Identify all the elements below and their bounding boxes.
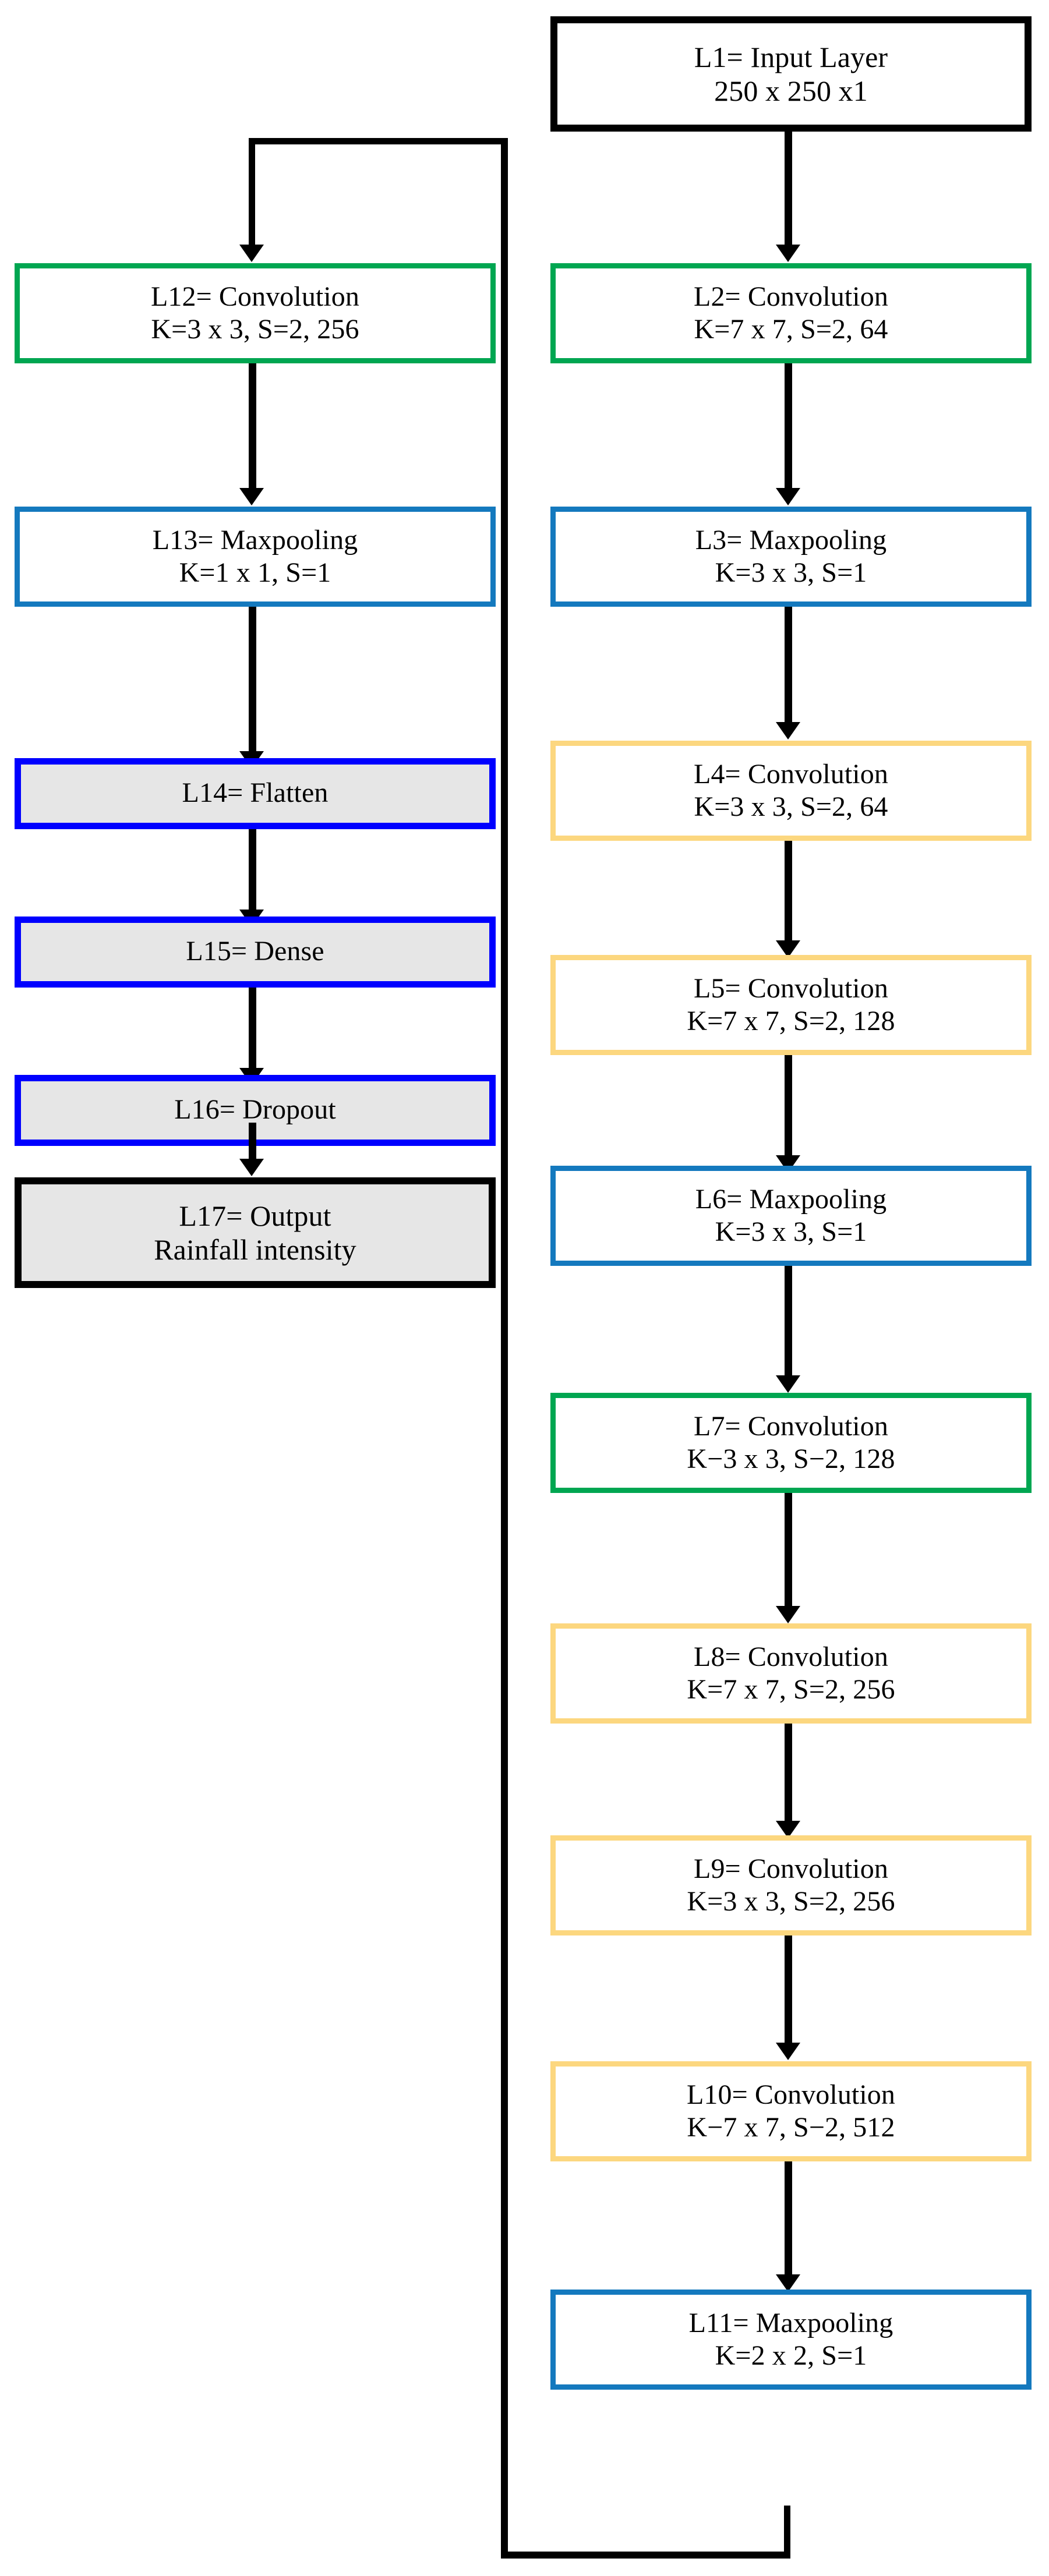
node-l1[interactable]: L1= Input Layer 250 x 250 x1 [550,16,1032,132]
node-l17-line2: Rainfall intensity [154,1233,356,1266]
node-l2-line2: K=7 x 7, S=2, 64 [694,314,888,345]
node-l17[interactable]: L17= Output Rainfall intensity [15,1177,496,1288]
node-l9-line1: L9= Convolution [694,1853,888,1884]
node-l8[interactable]: L8= Convolution K=7 x 7, S=2, 256 [550,1623,1032,1724]
arrow-l16-to-l17-shaft [249,1123,256,1169]
loopback-segment-down-into-l12 [249,138,255,254]
node-l14-line1: L14= Flatten [182,777,329,808]
arrow-l2-to-l3-head [776,488,800,505]
arrow-l9-to-l10-head [776,2043,800,2060]
node-l1-line1: L1= Input Layer [694,40,888,73]
node-l13[interactable]: L13= Maxpooling K=1 x 1, S=1 [15,507,496,607]
node-l15-line1: L15= Dense [186,935,324,967]
arrow-l7-to-l8-head [776,1606,800,1623]
loopback-arrowhead-into-l12 [239,245,264,262]
node-l1-line2: 250 x 250 x1 [714,75,868,107]
node-l6-line1: L6= Maxpooling [695,1183,887,1215]
loopback-segment-bottom-horizontal [501,2552,790,2559]
arrow-l5-to-l6-shaft [785,1055,792,1160]
arrow-l7-to-l8-shaft [785,1493,792,1609]
node-l4[interactable]: L4= Convolution K=3 x 3, S=2, 64 [550,741,1032,841]
arrow-l4-to-l5-shaft [785,841,792,946]
arrow-l16-to-l17-head [239,1159,264,1176]
node-l14[interactable]: L14= Flatten [15,758,496,829]
arrow-l14-to-l15-shaft [249,829,256,914]
arrow-l6-to-l7-head [776,1375,800,1393]
node-l10[interactable]: L10= Convolution K−7 x 7, S−2, 512 [550,2061,1032,2161]
node-l4-line2: K=3 x 3, S=2, 64 [694,791,888,822]
node-l5-line2: K=7 x 7, S=2, 128 [687,1006,895,1036]
node-l12[interactable]: L12= Convolution K=3 x 3, S=2, 256 [15,263,496,363]
arrow-l3-to-l4-head [776,722,800,739]
node-l17-line1: L17= Output [179,1199,331,1232]
node-l5-line1: L5= Convolution [694,972,888,1004]
arrow-l3-to-l4-shaft [785,607,792,726]
node-l15[interactable]: L15= Dense [15,917,496,988]
arrow-l2-to-l3-shaft [785,363,792,491]
arrow-l10-to-l11-head [776,2274,800,2292]
node-l7-line1: L7= Convolution [694,1410,888,1442]
arrow-l12-to-l13-shaft [249,363,256,491]
node-l10-line1: L10= Convolution [686,2079,895,2110]
node-l7-line2: K−3 x 3, S−2, 128 [687,1443,895,1474]
node-l13-line2: K=1 x 1, S=1 [179,557,331,588]
arrow-l10-to-l11-shaft [785,2161,792,2278]
loopback-segment-top-horizontal [249,138,505,144]
node-l11-line1: L11= Maxpooling [688,2307,893,2338]
node-l3-line2: K=3 x 3, S=1 [715,557,867,588]
node-l11[interactable]: L11= Maxpooling K=2 x 2, S=1 [550,2290,1032,2390]
node-l4-line1: L4= Convolution [694,758,888,790]
node-l3[interactable]: L3= Maxpooling K=3 x 3, S=1 [550,507,1032,607]
node-l16-line1: L16= Dropout [174,1094,336,1125]
node-l7[interactable]: L7= Convolution K−3 x 3, S−2, 128 [550,1393,1032,1493]
node-l9[interactable]: L9= Convolution K=3 x 3, S=2, 256 [550,1835,1032,1935]
arrow-l1-to-l2-head [776,245,800,262]
arrow-l12-to-l13-head [239,488,264,505]
arrow-l13-to-l14-shaft [249,607,256,755]
node-l2[interactable]: L2= Convolution K=7 x 7, S=2, 64 [550,263,1032,363]
arrow-l6-to-l7-shaft [785,1266,792,1379]
node-l8-line2: K=7 x 7, S=2, 256 [687,1674,895,1705]
arrow-l9-to-l10-shaft [785,1935,792,2046]
arrow-l8-to-l9-shaft [785,1724,792,1825]
arrow-l1-to-l2-shaft [785,132,792,251]
node-l8-line1: L8= Convolution [694,1641,888,1672]
node-l6[interactable]: L6= Maxpooling K=3 x 3, S=1 [550,1166,1032,1266]
node-l6-line2: K=3 x 3, S=1 [715,1216,867,1247]
node-l2-line1: L2= Convolution [694,281,888,312]
arrow-l15-to-l16-shaft [249,988,256,1072]
node-l12-line1: L12= Convolution [150,281,359,312]
node-l11-line2: K=2 x 2, S=1 [715,2340,867,2371]
node-l13-line1: L13= Maxpooling [152,524,358,555]
loopback-segment-down-from-l11 [784,2506,790,2558]
node-l12-line2: K=3 x 3, S=2, 256 [151,314,359,345]
node-l9-line2: K=3 x 3, S=2, 256 [687,1886,895,1917]
node-l5[interactable]: L5= Convolution K=7 x 7, S=2, 128 [550,955,1032,1055]
node-l10-line2: K−7 x 7, S−2, 512 [687,2112,895,2143]
node-l3-line1: L3= Maxpooling [695,524,887,555]
loopback-segment-up-left-of-right-column [501,138,508,2559]
